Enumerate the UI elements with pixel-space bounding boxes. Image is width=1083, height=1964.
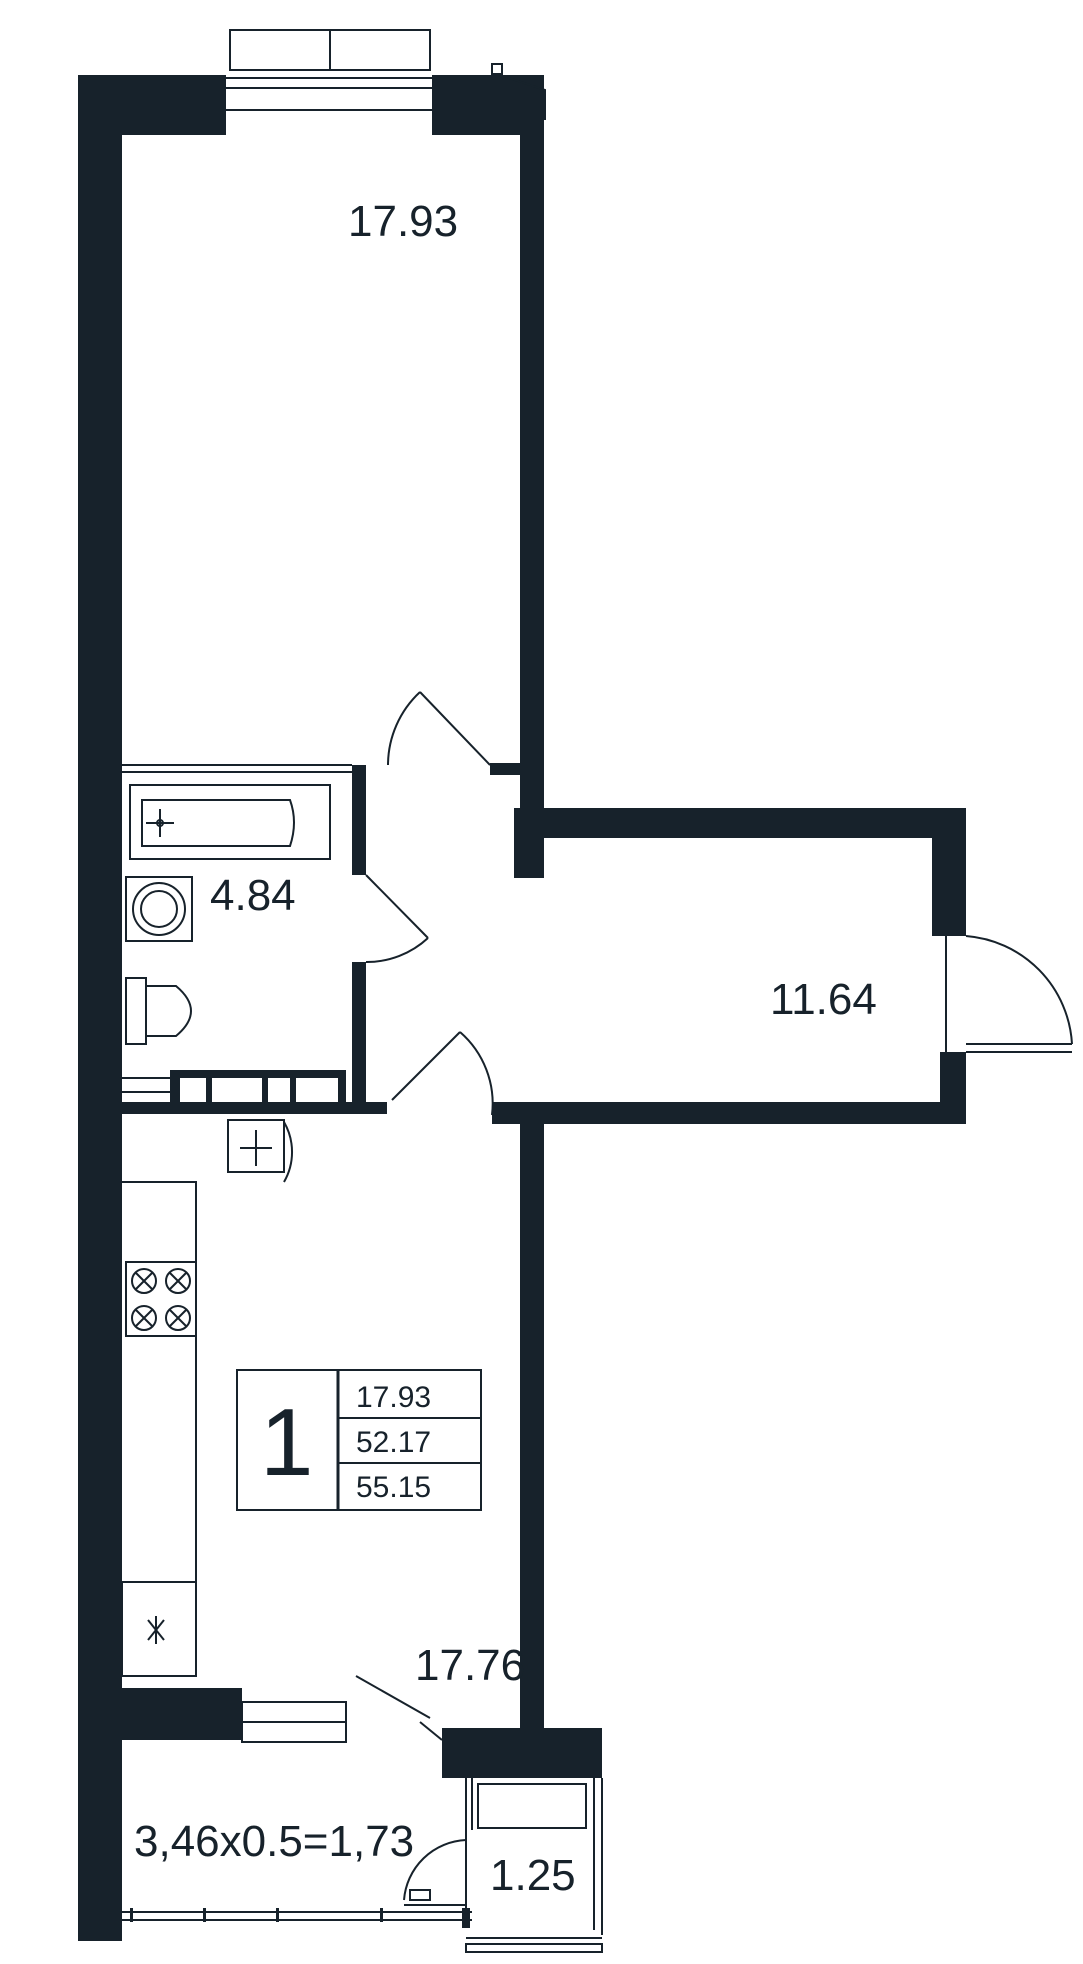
bedroom-door-arc	[387, 691, 421, 766]
loggia-left-line	[78, 1739, 91, 1912]
washing-machine-box	[125, 876, 193, 942]
stove-burner	[165, 1305, 191, 1331]
kitchen-sink-arc	[283, 1121, 294, 1183]
loggia-tick	[462, 1908, 470, 1928]
bottom-right-wall	[442, 1728, 602, 1778]
bedroom-door-stub	[490, 763, 520, 775]
kitchen-door-leaf	[391, 1031, 461, 1101]
bathtub-outer	[129, 784, 331, 860]
loggia-corner	[86, 1910, 122, 1934]
summary-table-border	[236, 1369, 482, 1511]
top-right-marker	[491, 63, 503, 75]
storage-door-handle	[409, 1889, 431, 1901]
stove-burner	[165, 1268, 191, 1294]
shelf-cell	[180, 1078, 206, 1102]
stove-burner-mark	[169, 1272, 187, 1290]
washing-machine-drum	[132, 882, 186, 936]
thin-lines	[78, 29, 1073, 1941]
living-area-label: 11.64	[770, 975, 877, 1024]
stove-burner	[131, 1268, 157, 1294]
bedroom-right-wall	[520, 75, 544, 815]
bath-bottom-wall	[122, 1102, 387, 1114]
kitchen-sink-box	[227, 1119, 285, 1173]
living-right-wall-upper	[932, 808, 966, 936]
loggia-tick	[276, 1908, 279, 1922]
washing-machine-inner	[140, 890, 178, 928]
top-left-wall	[78, 75, 226, 135]
bathtub-inner	[141, 799, 295, 847]
stove-burner	[131, 1305, 157, 1331]
storage-vent-strip	[465, 1943, 603, 1953]
bottom-left-wall	[78, 1688, 242, 1740]
storage-door-arc	[403, 1839, 467, 1901]
loggia-ticks	[130, 1908, 603, 1953]
living-right-wall-lower	[940, 1052, 966, 1110]
bath-right-wall-lower	[352, 962, 366, 1110]
fridge-box	[121, 1581, 197, 1677]
top-right-wall	[432, 75, 524, 135]
room-count: 1	[260, 1389, 313, 1496]
bath-door-leaf	[365, 874, 429, 939]
bath-door-arc	[365, 937, 429, 964]
summary-table: 1 17.93 52.17 55.15	[236, 1369, 482, 1511]
stove-burner-mark	[135, 1309, 153, 1327]
loggia-door-leaf	[355, 1675, 431, 1719]
shelf-cell	[212, 1078, 262, 1102]
summary-living-area: 17.93	[356, 1381, 431, 1414]
storage-area-label: 1.25	[490, 1851, 576, 1900]
summary-total-with-loggia: 55.15	[356, 1471, 431, 1504]
stove-box	[125, 1261, 197, 1337]
bath-right-wall-upper	[352, 765, 366, 875]
shelf-cell	[268, 1078, 290, 1102]
kitchen-area-label: 17.76	[415, 1641, 525, 1690]
kitchen-right-wall	[520, 1110, 544, 1745]
summary-total-area: 52.17	[356, 1426, 431, 1459]
shelf-openings	[180, 1078, 338, 1102]
loggia-tick	[203, 1908, 206, 1922]
stove-burner-mark	[135, 1272, 153, 1290]
bedroom-area-label: 17.93	[348, 197, 458, 246]
loggia-formula-label: 3,46x0.5=1,73	[134, 1817, 414, 1866]
storage-shelf	[477, 1783, 587, 1829]
kitchen-counter-line	[122, 1181, 197, 1676]
left-exterior-wall	[78, 75, 122, 1940]
kitchen-door-arc	[459, 1031, 494, 1116]
walls	[78, 75, 966, 1940]
balcony-door-arc	[965, 935, 1073, 1045]
bedroom-door-leaf	[419, 691, 491, 766]
stove-burner-mark	[169, 1309, 187, 1327]
bathroom-area-label: 4.84	[210, 871, 296, 920]
toilet-tank	[125, 977, 147, 1045]
loggia-tick	[130, 1908, 133, 1922]
loggia-door-leaf	[419, 1721, 443, 1741]
living-top-wall	[544, 808, 966, 838]
loggia-tick	[380, 1908, 383, 1922]
corridor-pillar	[514, 808, 544, 878]
top-right-contour	[499, 74, 546, 120]
toilet-bowl	[145, 985, 192, 1037]
living-bottom-wall	[492, 1102, 966, 1124]
shelf-cell	[296, 1078, 338, 1102]
